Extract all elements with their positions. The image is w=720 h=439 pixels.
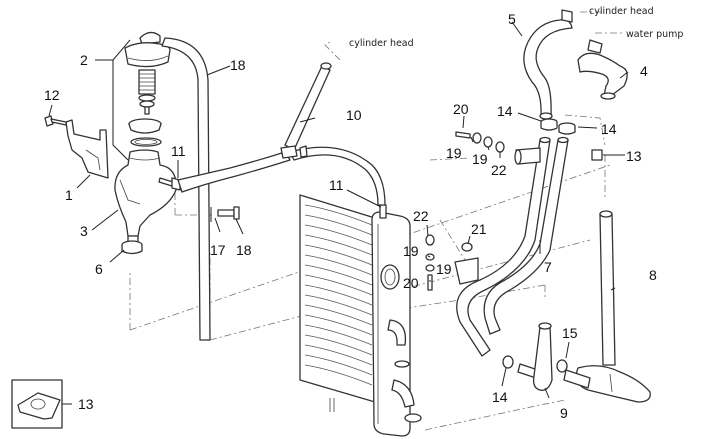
- callout-2: 2: [80, 52, 88, 68]
- callout-14-upper-right: 14: [601, 121, 617, 137]
- callout-11-tank: 11: [171, 143, 186, 159]
- callout-5: 5: [508, 11, 516, 27]
- clip-13: [591, 149, 603, 161]
- callout-6: 6: [95, 261, 103, 277]
- callout-3: 3: [80, 223, 88, 239]
- inset-clip-13: [11, 379, 63, 429]
- callout-18-lower: 19: [436, 261, 452, 277]
- bolt-16: [217, 206, 240, 220]
- bracket-1: [65, 119, 109, 179]
- callout-16: 18: [236, 242, 252, 258]
- callout-20-upper: 20: [453, 101, 469, 117]
- callout-13-upper: 13: [626, 148, 642, 164]
- callout-19-lower: 19: [403, 243, 419, 259]
- callout-1: 1: [65, 187, 73, 203]
- callout-8: 8: [649, 267, 657, 283]
- callout-15: 17: [210, 242, 226, 258]
- fittings-upper: [455, 131, 505, 153]
- callouts: 2 12 1 3 6 11 17 18 18 10 11 5 4 14 14 1…: [44, 11, 657, 421]
- bolt-12: [44, 115, 67, 127]
- annotations: cylinder head cylinder head water pump: [349, 6, 683, 49]
- pipe-7: [454, 136, 569, 357]
- pipe-17: [161, 37, 211, 341]
- clamp-14-bottom: [502, 355, 568, 373]
- callout-14-lower-left: 14: [492, 389, 508, 405]
- note-cylinder-head-right: cylinder head: [589, 6, 654, 17]
- clamp-14-top: [540, 118, 576, 135]
- callout-13-inset: 13: [78, 396, 94, 412]
- callout-19-upper: 19: [446, 145, 462, 161]
- callout-22-lower: 22: [413, 208, 429, 224]
- callout-14-upper-left: 14: [497, 103, 513, 119]
- expansion-tank: [114, 31, 181, 243]
- pipe-8: [575, 210, 651, 403]
- callout-7: 7: [544, 259, 552, 275]
- hose-10: [177, 62, 386, 206]
- pipe-9: [517, 322, 591, 391]
- leader-lines: [48, 21, 629, 405]
- callout-4: 4: [640, 63, 648, 79]
- callout-20-lower: 20: [403, 275, 419, 291]
- callout-12: 12: [44, 87, 60, 103]
- callout-17: 18: [230, 57, 246, 73]
- callout-21: 21: [471, 221, 487, 237]
- callout-9: 9: [560, 405, 568, 421]
- callout-11-radiator: 11: [329, 177, 344, 193]
- note-cylinder-head-top: cylinder head: [349, 38, 414, 49]
- note-water-pump: water pump: [626, 29, 683, 40]
- clamp-6: [121, 240, 143, 255]
- callout-14-lower-right: 15: [562, 325, 578, 341]
- callout-18-upper: 19: [472, 151, 488, 167]
- radiator: [299, 194, 422, 437]
- radiator-fins: [304, 204, 373, 386]
- callout-10: 10: [346, 107, 362, 123]
- hose-4: [577, 39, 628, 100]
- callout-22-upper: 22: [491, 162, 507, 178]
- hose-5: [523, 9, 573, 120]
